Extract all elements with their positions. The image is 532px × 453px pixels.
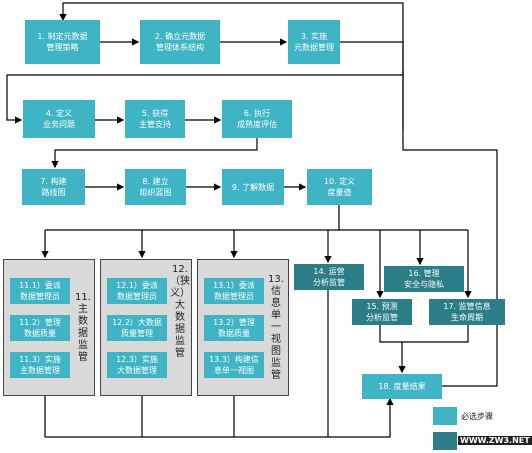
step-13-3[interactable]: 13.3）构建信 息单一视图 bbox=[204, 352, 264, 378]
panel-11-master-data-governance: 11.1）委派 数据管理员 11.2）管理 数据质量 11.3）实施 主数据管理… bbox=[3, 259, 95, 396]
step-6-maturity-assessment[interactable]: 6. 执行 成熟度评估 bbox=[222, 100, 292, 138]
legend-mandatory-label: 必选步骤 bbox=[461, 412, 493, 421]
step-15-predictive-analytics[interactable]: 15. 预测 分析监管 bbox=[352, 299, 412, 325]
step-12-2[interactable]: 12.2）大数据 质量管理 bbox=[107, 315, 167, 341]
panel-12-big-data-governance: 12.1）委派 数据管理员 12.2）大数据 质量管理 12.3）实施 大数据管… bbox=[100, 259, 192, 396]
step-12-1[interactable]: 12.1）委派 数据管理员 bbox=[107, 278, 167, 304]
legend-mandatory-swatch bbox=[433, 407, 457, 425]
step-13-2[interactable]: 13.2）管理 数据质量 bbox=[204, 315, 264, 341]
step-14-operational-analytics[interactable]: 14. 运营 分析监管 bbox=[294, 264, 364, 290]
panel-13-single-view-governance: 13.1）委派 数据管理员 13.2）管理 数据质量 13.3）构建信 息单一视… bbox=[197, 259, 289, 396]
panel-11-title: 11. 主 数 据 监 管 bbox=[75, 292, 91, 363]
step-3-implement-metadata[interactable]: 3. 实施 元数据管理 bbox=[288, 20, 340, 64]
legend-optional-swatch bbox=[433, 432, 457, 450]
step-9-understand-data[interactable]: 9. 了解数据 bbox=[222, 169, 284, 205]
panel-13-title: 13. 信 息 单 一 视 图 监 管 bbox=[268, 274, 284, 381]
flow-connectors bbox=[6, 2, 498, 438]
step-12-3[interactable]: 12.3）实施 大数据管理 bbox=[107, 352, 167, 378]
step-17-information-lifecycle[interactable]: 17. 监管信息 生命周期 bbox=[429, 299, 505, 325]
step-18-measure-results[interactable]: 18. 度量结果 bbox=[362, 374, 442, 399]
step-11-2[interactable]: 11.2）管理 数据质量 bbox=[10, 315, 70, 341]
step-1-metadata-strategy[interactable]: 1. 制定元数据 管理策略 bbox=[25, 20, 100, 64]
step-2-metadata-architecture[interactable]: 2. 确立元数据 管理体系结构 bbox=[140, 20, 220, 64]
step-5-executive-support[interactable]: 5. 获得 主管支持 bbox=[125, 100, 185, 138]
step-7-build-roadmap[interactable]: 7. 构建 路线图 bbox=[22, 169, 85, 205]
step-11-3[interactable]: 11.3）实施 主数据管理 bbox=[10, 352, 70, 378]
watermark: WWW.ZW3.NET bbox=[458, 436, 532, 445]
step-13-1[interactable]: 13.1）委派 数据管理员 bbox=[204, 278, 264, 304]
panel-12-title: 12. （狭 义） 大 数 据 监 管 bbox=[170, 264, 190, 359]
step-8-org-blueprint[interactable]: 8. 建立 组织蓝图 bbox=[125, 169, 186, 205]
step-11-1[interactable]: 11.1）委派 数据管理员 bbox=[10, 278, 70, 304]
step-10-define-metrics[interactable]: 10. 定义 度量值 bbox=[307, 169, 372, 205]
step-4-define-business-problem[interactable]: 4. 定义 业务问题 bbox=[23, 100, 95, 138]
step-16-security-privacy[interactable]: 16. 管理 安全与隐私 bbox=[384, 266, 464, 292]
